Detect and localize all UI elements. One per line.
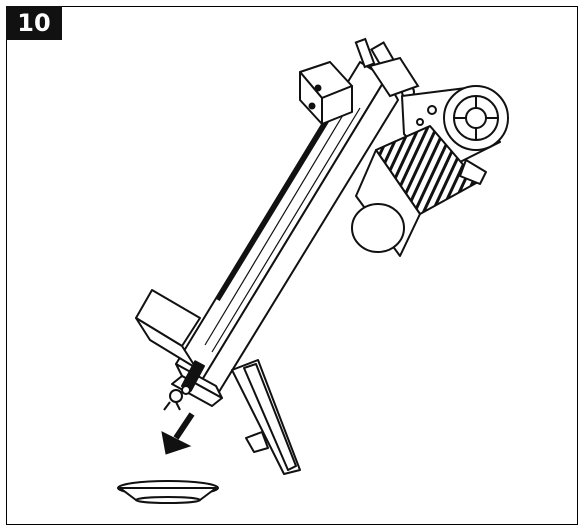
drain-plug-icon [163, 385, 191, 411]
arrow-icon [161, 412, 195, 455]
motor-fan-cap [416, 85, 509, 151]
control-handle [354, 37, 420, 99]
oil-pan-icon [117, 480, 219, 504]
step-number-badge: 10 [6, 6, 62, 40]
splitter-beam [175, 61, 399, 401]
pusher-block [299, 61, 353, 125]
beam-base [171, 359, 301, 475]
